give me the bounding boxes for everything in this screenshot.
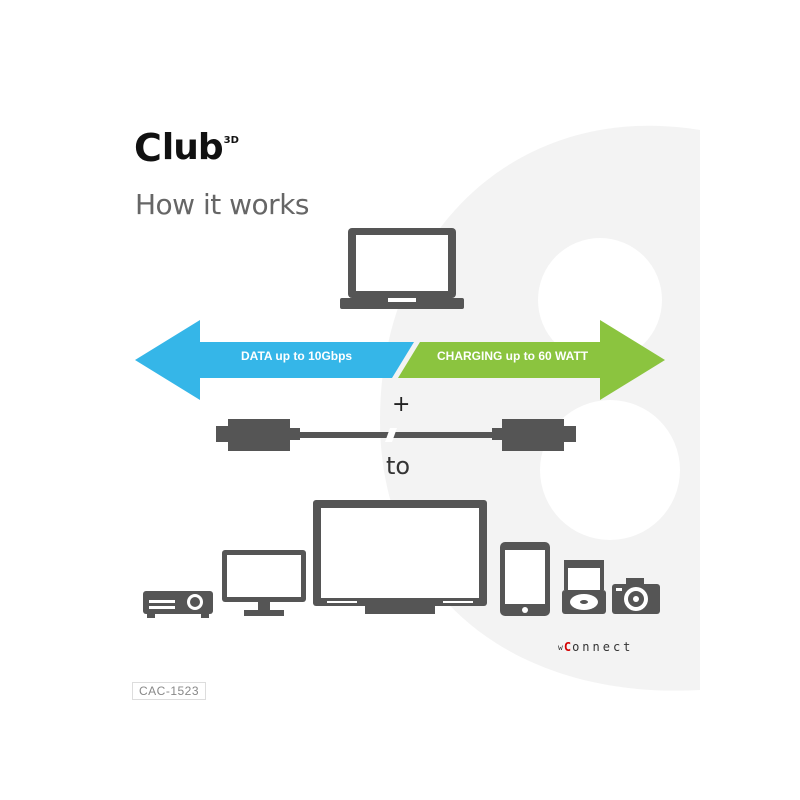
data-arrow [135,320,414,400]
data-charging-arrows [135,320,665,400]
laptop-icon [340,228,464,309]
smartphone-icon [500,542,550,616]
wconnect-c-mark: C [563,640,572,654]
charging-arrow-label: CHARGING up to 60 WATT [437,349,589,363]
projector-icon [143,591,213,618]
page-heading: How it works [135,188,310,221]
printer-icon [562,560,606,614]
club3d-logo: C lub 3D [134,126,239,170]
charging-arrow [398,320,665,400]
logo-letter-c: C [134,126,162,170]
tv-icon [313,500,487,614]
logo-superscript: 3D [223,135,239,146]
data-arrow-label: DATA up to 10Gbps [241,349,353,363]
monitor-icon [222,550,306,616]
wconnect-text: onnect [572,640,634,654]
logo-letters: lub [161,127,224,168]
wconnect-w: w [558,642,563,652]
wconnect-logo: w C onnect [558,640,633,654]
camera-icon [612,578,660,614]
usb-c-cable-icon [216,419,576,451]
model-number: CAC-1523 [132,682,207,700]
to-label: to [386,452,411,480]
plus-sign: + [392,392,411,417]
